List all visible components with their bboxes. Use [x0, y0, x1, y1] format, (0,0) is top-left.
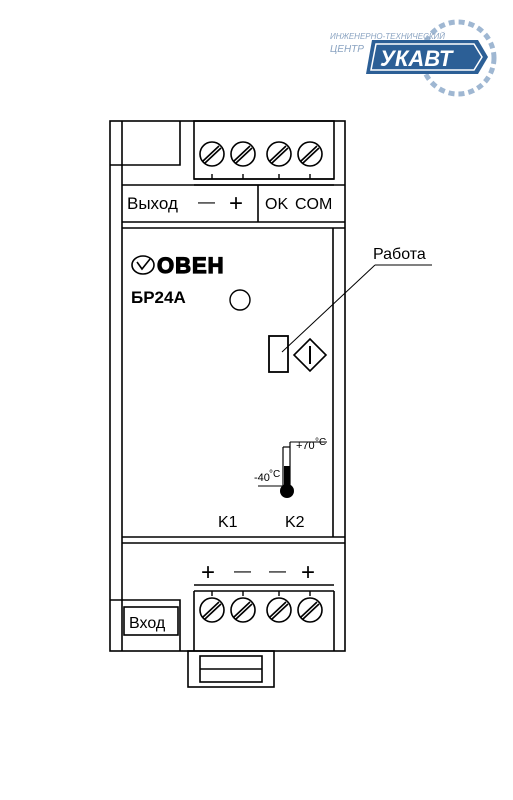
output-plus-label: + [229, 190, 243, 217]
output-minus-label: — [198, 192, 215, 211]
watermark-line1: ИНЖЕНЕРНО-ТЕХНИЧЕСКИЙ [330, 32, 445, 41]
bottom-polarity-1: + [201, 559, 215, 586]
watermark-badge [366, 40, 488, 74]
round-indicator [229, 289, 251, 311]
output-label: Выход [127, 194, 178, 213]
thermometer-icon [258, 441, 327, 498]
brand-logo-text: ОВЕН [157, 253, 225, 278]
terminal-screw-8 [297, 597, 323, 623]
com-label: COM [295, 196, 332, 213]
watermark-logo: ИНЖЕНЕРНО-ТЕХНИЧЕСКИЙ ЦЕНТР УКАВТ [330, 19, 497, 97]
terminal-screw-6 [230, 597, 256, 623]
led-window [268, 335, 289, 373]
switch-k2-label: K2 [285, 514, 305, 531]
temp-min-value: -40 [254, 472, 270, 484]
terminal-screw-4 [297, 141, 323, 167]
terminal-screw-2 [230, 141, 256, 167]
bottom-polarity-2: — [234, 561, 251, 580]
bottom-terminals [199, 591, 323, 623]
watermark-line2: ЦЕНТР [330, 44, 364, 55]
input-label: Вход [129, 615, 166, 632]
top-terminals [199, 141, 323, 179]
device-housing [109, 120, 346, 688]
brand-logo: ОВЕН [131, 252, 225, 279]
power-diamond-icon [292, 337, 328, 373]
terminal-screw-5 [199, 597, 225, 623]
model-title: БР24А [131, 288, 186, 307]
watermark-brand: УКАВТ [380, 46, 454, 71]
temp-min-unit: °C [269, 469, 280, 480]
work-indicator-label: Работа [373, 246, 426, 263]
ok-label: OK [265, 196, 288, 213]
temp-max-value: +70 [296, 440, 315, 452]
bottom-polarity-3: — [269, 561, 286, 580]
switch-k1-label: K1 [218, 514, 238, 531]
terminal-screw-7 [266, 597, 292, 623]
bottom-polarity-4: + [301, 559, 315, 586]
terminal-screw-1 [199, 141, 225, 167]
temp-max-unit: °C [315, 437, 326, 448]
terminal-screw-3 [266, 141, 292, 167]
